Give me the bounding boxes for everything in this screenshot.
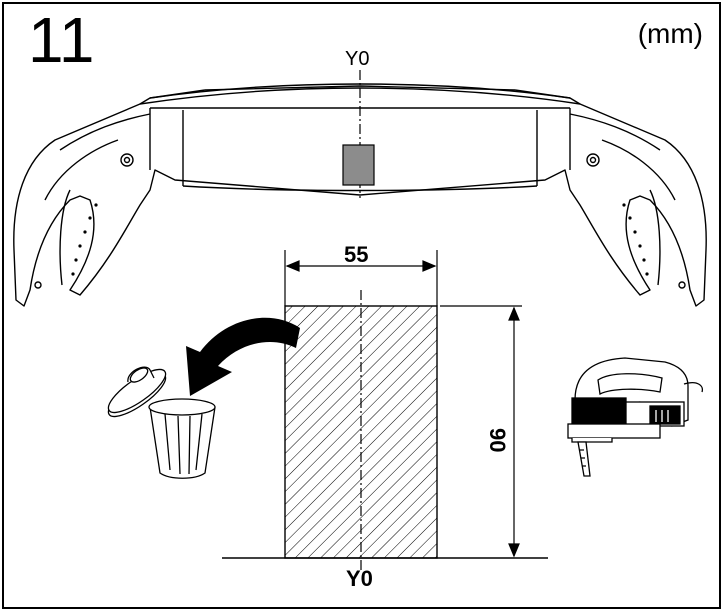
bumper-holes	[71, 203, 649, 276]
cut-position-marker	[342, 144, 375, 186]
step-number: 11	[28, 4, 95, 76]
bumper-outline	[13, 83, 707, 307]
axis-label-bottom: Y0	[346, 566, 373, 591]
discard-arrow-icon	[186, 317, 300, 396]
height-dimension-label: 90	[485, 428, 510, 452]
width-dimension-label: 55	[344, 242, 368, 267]
trash-bin-icon	[107, 366, 216, 479]
unit-label: (mm)	[637, 18, 703, 49]
jigsaw-icon	[567, 357, 704, 477]
width-dimension	[284, 250, 438, 306]
axis-label-top: Y0	[345, 48, 369, 70]
height-dimension	[440, 305, 522, 558]
